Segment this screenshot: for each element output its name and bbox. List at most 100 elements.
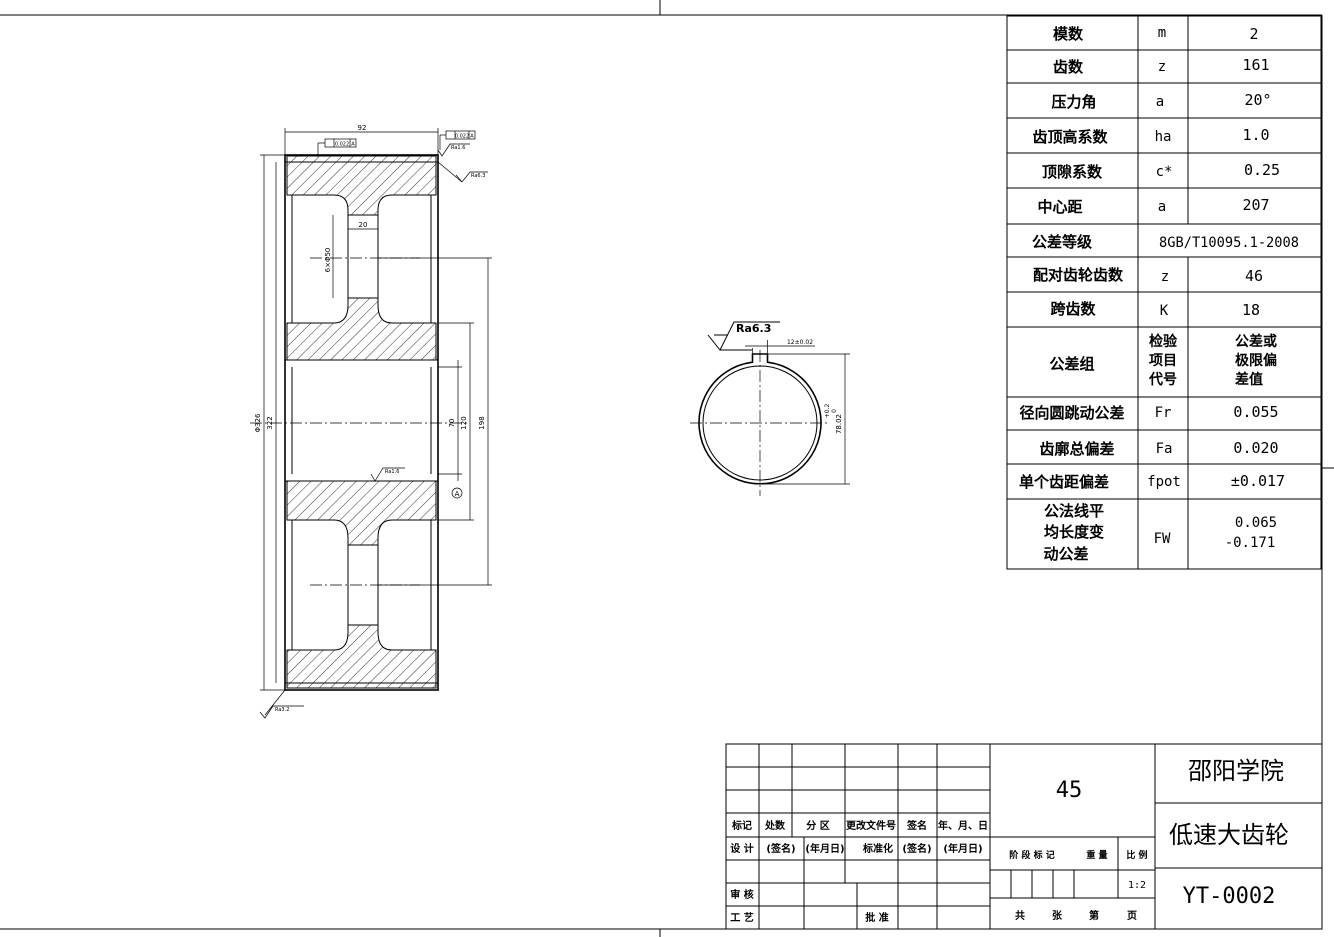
dim-322: 322 — [266, 416, 274, 429]
dim-198: 198 — [478, 416, 486, 429]
dim-120: 120 — [460, 416, 468, 429]
roughness-ra16-top: Ra1.6 — [437, 143, 470, 157]
param-row-teeth: 齿数 z 161 — [1053, 56, 1270, 76]
param-row-pitch-deviation: 单个齿距偏差 fpot ±0.017 — [1019, 472, 1285, 491]
dim-bore-tol-up: +0.2 — [824, 404, 831, 419]
svg-text:径向圆跳动公差: 径向圆跳动公差 — [1019, 404, 1124, 422]
svg-text:z: z — [1158, 59, 1166, 75]
svg-text:0.022: 0.022 — [455, 134, 469, 140]
tb-standard: 标准化 — [862, 842, 893, 855]
dim-bore: 78.02 — [835, 414, 843, 434]
tb-col-zone: 分 区 — [806, 819, 829, 832]
svg-text:Ra1.6: Ra1.6 — [451, 145, 465, 151]
param-row-addendum: 齿顶高系数 ha 1.0 — [1032, 126, 1269, 146]
svg-text:模数: 模数 — [1053, 25, 1084, 43]
svg-text:Ra6.3: Ra6.3 — [736, 322, 771, 335]
svg-text:齿廓总偏差: 齿廓总偏差 — [1039, 440, 1114, 458]
param-row-clearance: 顶隙系数 c* 0.25 — [1042, 161, 1280, 181]
svg-text:均长度变: 均长度变 — [1044, 523, 1104, 541]
dim-92: 92 — [358, 124, 367, 132]
svg-text:FW: FW — [1154, 531, 1171, 547]
tb-col-count: 处数 — [764, 819, 786, 832]
svg-text:0.022: 0.022 — [335, 142, 349, 148]
param-row-tolerance-grade: 公差等级 8GB/T10095.1-2008 — [1032, 233, 1299, 251]
tb-school: 邵阳学院 — [1188, 757, 1284, 785]
param-row-base-tangent: 公法线平 均长度变 动公差 FW 0.065 -0.171 — [1043, 502, 1277, 563]
roughness-ra32-bottom: Ra3.2 — [259, 689, 304, 719]
svg-text:单个齿距偏差: 单个齿距偏差 — [1019, 473, 1109, 491]
tb-standard-date: (年月日) — [943, 842, 982, 855]
param-row-radial-runout: 径向圆跳动公差 Fr 0.055 — [1019, 403, 1278, 422]
svg-text:检验: 检验 — [1149, 333, 1178, 350]
svg-text:0.065: 0.065 — [1235, 515, 1277, 531]
tb-material: 45 — [1056, 778, 1083, 803]
dim-70: 70 — [448, 419, 456, 428]
tb-weight: 重 量 — [1086, 849, 1107, 861]
dim-holes: 6×Φ50 — [324, 248, 332, 273]
svg-text:c*: c* — [1156, 164, 1173, 180]
svg-text:公差或: 公差或 — [1235, 333, 1277, 350]
side-view-dimensions: 92 20 6×Φ50 Φ326 322 70 120 198 A 0.0 — [254, 124, 492, 719]
tolerance-frame-left: 0.022 A — [317, 138, 357, 155]
svg-text:公法线平: 公法线平 — [1044, 502, 1104, 520]
dim-d326: Φ326 — [254, 413, 262, 432]
gear-section-view — [250, 154, 470, 691]
svg-text:K: K — [1160, 303, 1169, 319]
svg-text:Ra1.6: Ra1.6 — [385, 469, 399, 475]
param-row-center-distance: 中心距 a 207 — [1037, 196, 1269, 216]
dim-bore-tol-low: 0 — [831, 409, 838, 413]
svg-text:代号: 代号 — [1148, 371, 1177, 388]
svg-text:动公差: 动公差 — [1043, 545, 1088, 563]
tb-col-changefile: 更改文件号 — [846, 819, 896, 832]
roughness-ra63-front: Ra6.3 — [707, 321, 780, 351]
tb-drawing-no: YT-0002 — [1183, 884, 1276, 909]
tb-approve: 批 准 — [865, 911, 888, 924]
svg-text:a: a — [1158, 199, 1166, 215]
svg-text:1.0: 1.0 — [1242, 126, 1269, 144]
param-row-span-teeth: 跨齿数 K 18 — [1050, 300, 1260, 319]
svg-text:压力角: 压力角 — [1051, 93, 1096, 111]
svg-text:0.020: 0.020 — [1233, 439, 1278, 457]
dim-keyway: 12±0.02 — [787, 339, 813, 346]
roughness-ra16-bore: Ra1.6 — [370, 467, 405, 482]
tb-part-name: 低速大齿轮 — [1169, 821, 1289, 849]
svg-text:公差等级: 公差等级 — [1032, 233, 1093, 251]
svg-text:fpot: fpot — [1147, 474, 1181, 490]
svg-text:-0.171: -0.171 — [1225, 535, 1276, 551]
tb-nth: 第 — [1089, 909, 1099, 922]
param-row-mating-teeth: 配对齿轮齿数 z 46 — [1033, 266, 1263, 285]
svg-text:Ra3.2: Ra3.2 — [275, 707, 289, 713]
param-row-module: 模数 m 2 — [1053, 25, 1259, 43]
svg-text:207: 207 — [1242, 196, 1269, 214]
svg-text:ha: ha — [1155, 129, 1172, 145]
dim-20: 20 — [359, 221, 368, 229]
tb-scale-label: 比 例 — [1126, 849, 1147, 861]
svg-text:差值: 差值 — [1235, 371, 1263, 388]
param-row-tolerance-group: 公差组 检验 项目 代号 公差或 极限偏 差值 — [1049, 333, 1277, 388]
svg-text:A: A — [470, 134, 474, 140]
svg-text:公差组: 公差组 — [1049, 355, 1094, 373]
svg-text:项目: 项目 — [1149, 353, 1177, 369]
svg-text:Ra6.3: Ra6.3 — [471, 173, 485, 179]
tb-page: 页 — [1127, 910, 1137, 922]
svg-text:跨齿数: 跨齿数 — [1050, 300, 1096, 318]
param-row-profile-deviation: 齿廓总偏差 Fa 0.020 — [1039, 439, 1278, 458]
svg-text:齿顶高系数: 齿顶高系数 — [1032, 128, 1108, 146]
svg-text:a: a — [1156, 94, 1164, 110]
svg-text:18: 18 — [1242, 301, 1260, 319]
bore-front-view: 12±0.02 78.02 +0.2 0 Ra6.3 — [690, 321, 850, 496]
parameter-table: 模数 m 2 齿数 z 161 压力角 a 20° 齿顶高系数 ha 1.0 顶… — [1006, 15, 1322, 570]
roughness-ra63-side: Ra6.3 — [437, 161, 488, 183]
datum-circle — [451, 487, 463, 499]
svg-text:顶隙系数: 顶隙系数 — [1042, 163, 1103, 181]
tb-sheets: 张 — [1052, 909, 1063, 922]
param-row-pressure-angle: 压力角 a 20° — [1051, 91, 1271, 111]
tb-design: 设 计 — [730, 842, 753, 855]
tb-review: 审 核 — [730, 888, 753, 901]
svg-text:0.25: 0.25 — [1244, 161, 1280, 179]
svg-text:m: m — [1158, 25, 1166, 41]
svg-text:±0.017: ±0.017 — [1231, 472, 1285, 490]
tb-design-date: (年月日) — [805, 842, 844, 855]
